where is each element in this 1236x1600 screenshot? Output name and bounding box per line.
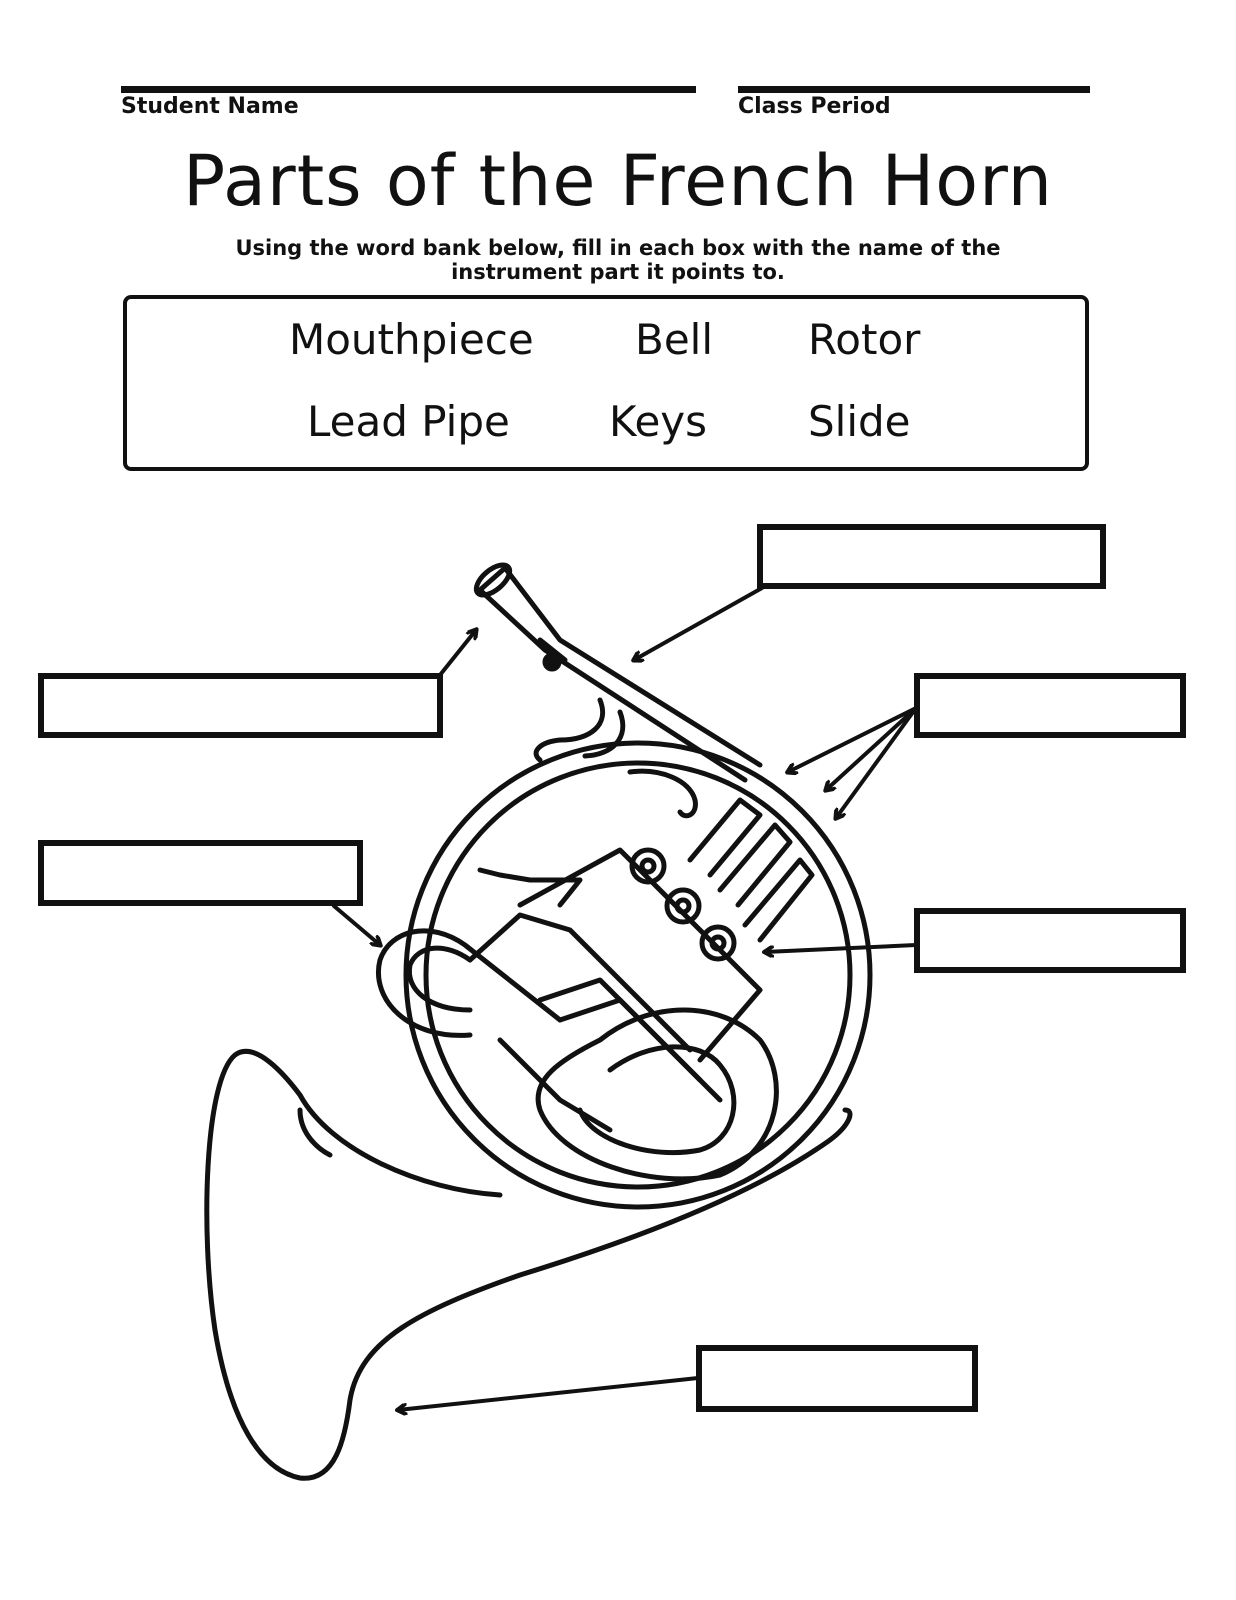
answer-box-rotor[interactable]: [914, 673, 1186, 738]
answer-box-slide[interactable]: [38, 840, 363, 906]
student-name-label: Student Name: [121, 94, 299, 119]
arrow-to-rotor-1: [788, 706, 918, 772]
word-bank-item: Rotor: [808, 315, 921, 364]
arrow-to-rotor-3: [836, 706, 918, 818]
page-title: Parts of the French Horn: [182, 140, 1054, 222]
class-period-line[interactable]: [738, 86, 1090, 93]
pointer-arrows: [332, 586, 918, 1410]
arrow-to-mouthpiece: [438, 630, 476, 677]
arrow-to-rotor-2: [826, 706, 918, 790]
word-bank-item: Bell: [635, 315, 713, 364]
word-bank: Mouthpiece Bell Rotor Lead Pipe Keys Sli…: [123, 295, 1089, 471]
answer-box-bell[interactable]: [696, 1345, 978, 1412]
horn-drawing: [204, 562, 873, 1481]
class-period-label: Class Period: [738, 94, 891, 119]
word-bank-item: Mouthpiece: [289, 315, 534, 364]
answer-box-lead-pipe[interactable]: [757, 524, 1106, 589]
arrow-to-keys: [765, 943, 918, 952]
arrow-to-slide: [332, 904, 380, 945]
student-name-line[interactable]: [121, 86, 696, 93]
word-bank-item: Keys: [609, 397, 708, 446]
answer-box-mouthpiece[interactable]: [38, 673, 443, 738]
arrow-to-lead-pipe: [634, 586, 764, 660]
word-bank-item: Lead Pipe: [307, 397, 510, 446]
answer-box-keys[interactable]: [914, 908, 1186, 973]
instructions-text: Using the word bank below, fill in each …: [235, 236, 1001, 284]
word-bank-item: Slide: [808, 397, 911, 446]
arrow-to-bell: [398, 1376, 700, 1410]
